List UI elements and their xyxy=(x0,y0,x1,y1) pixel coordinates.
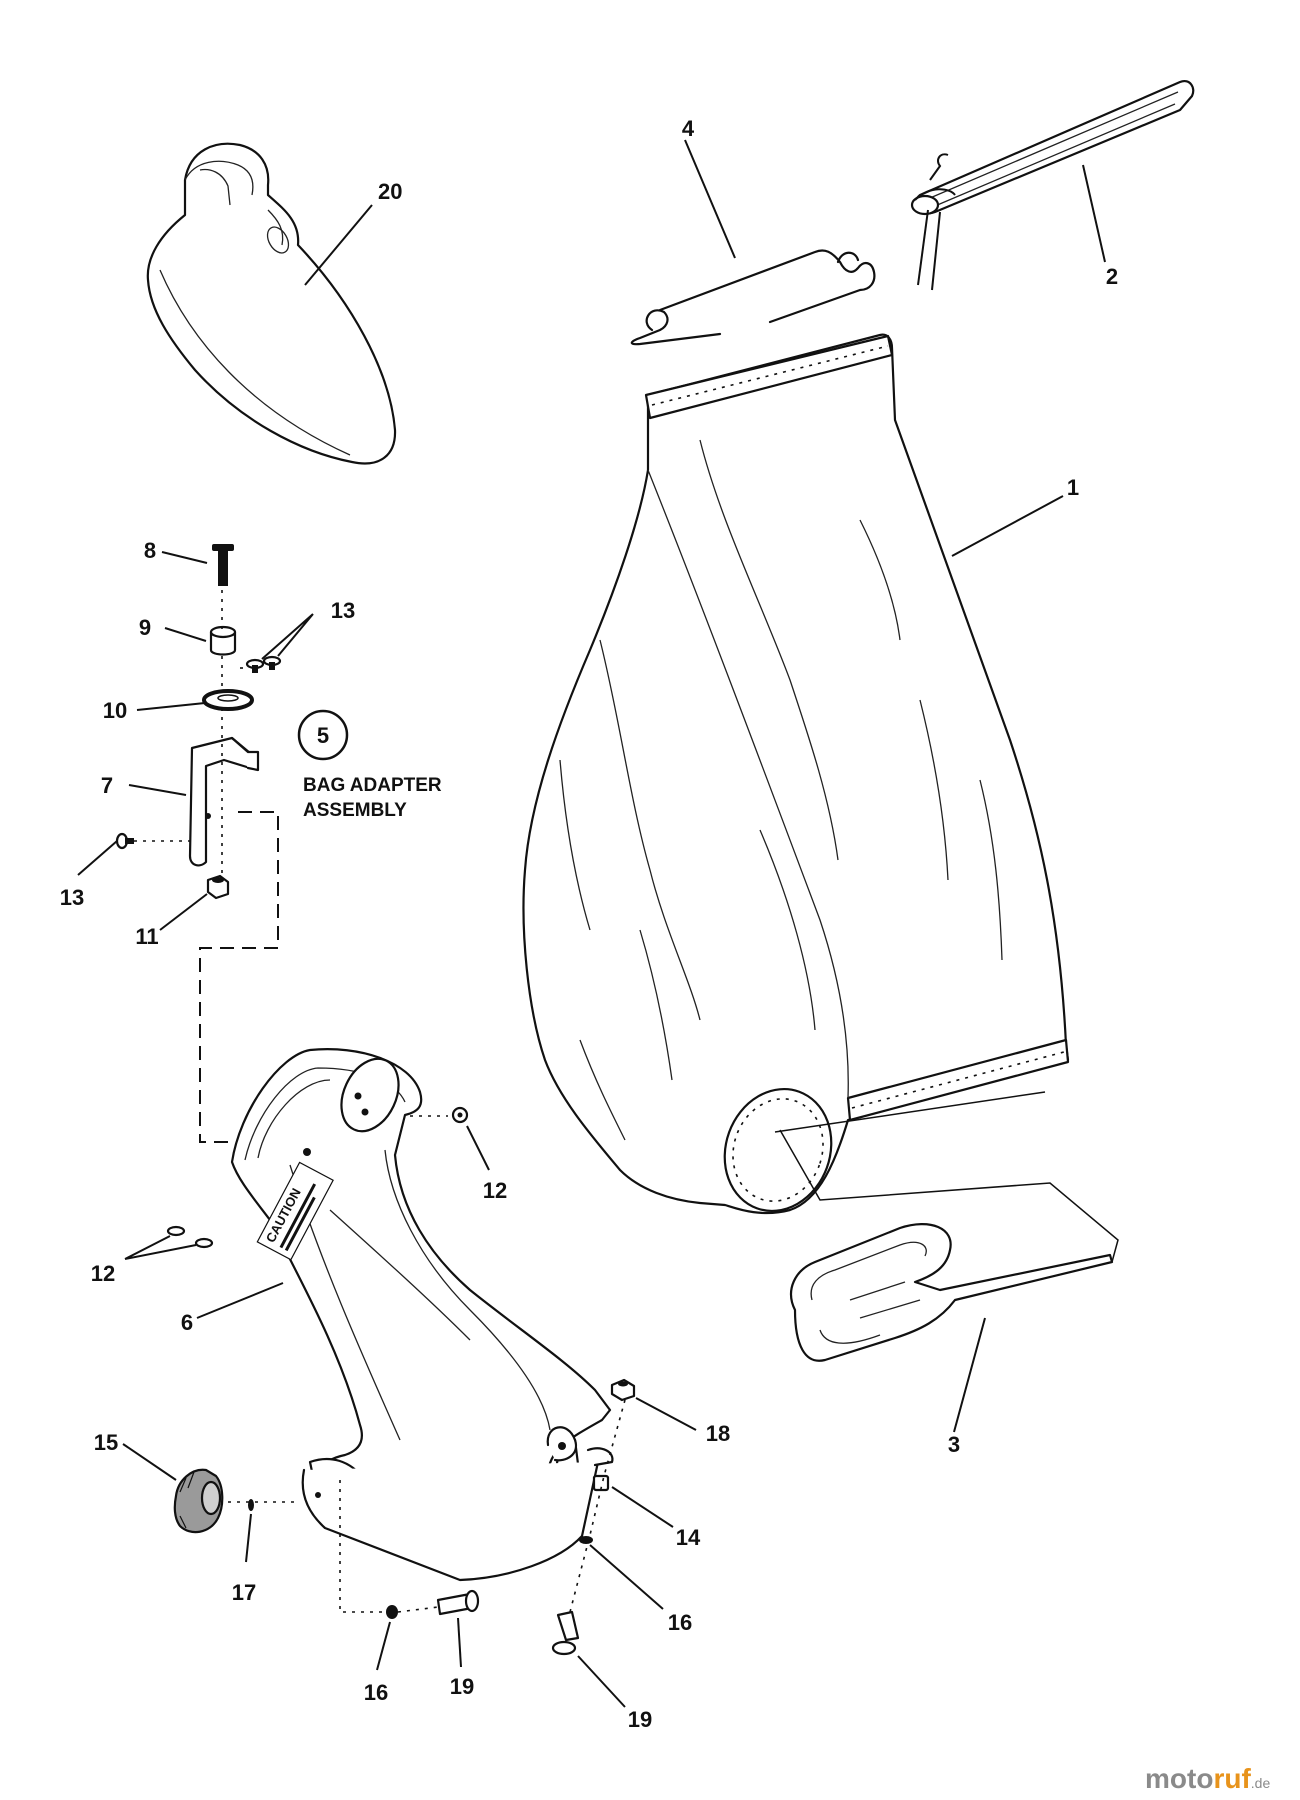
assembly-caption-line1: BAG ADAPTER xyxy=(303,775,442,796)
callout-2: 2 xyxy=(1106,264,1118,289)
part-16-washer-right xyxy=(579,1536,593,1544)
assembly-caption-line2: ASSEMBLY xyxy=(303,800,407,821)
part-6-discharge-chute: CAUTION xyxy=(230,1048,614,1582)
part-16-washer-left xyxy=(386,1605,398,1619)
callout-7: 7 xyxy=(101,773,113,798)
part-18-nut xyxy=(610,1378,636,1402)
watermark-suffix: .de xyxy=(1251,1775,1271,1791)
callout-19-right: 19 xyxy=(628,1707,652,1732)
part-20-deflector xyxy=(146,142,397,465)
callout-3: 3 xyxy=(948,1432,960,1457)
part-13-rivets-top xyxy=(245,655,282,673)
part-11-nut xyxy=(206,874,230,900)
bag-adapter-assembly-callout: 5 BAG ADAPTER ASSEMBLY xyxy=(297,709,442,821)
part-12-washer-right xyxy=(451,1106,469,1124)
callout-6: 6 xyxy=(181,1310,193,1335)
callout-5: 5 xyxy=(317,723,329,748)
part-13-rivet-side xyxy=(115,832,134,850)
part-1-grass-bag xyxy=(522,333,1070,1215)
callout-10: 10 xyxy=(103,698,127,723)
callout-13-top: 13 xyxy=(331,598,355,623)
part-10-washer xyxy=(202,689,254,711)
callout-17: 17 xyxy=(232,1580,256,1605)
callout-18: 18 xyxy=(706,1421,730,1446)
callout-15: 15 xyxy=(94,1430,118,1455)
callout-labels: 20 4 2 1 8 9 13 10 7 13 11 12 12 6 3 18 … xyxy=(60,116,1118,1732)
watermark-logo: motoruf.de xyxy=(1145,1763,1270,1794)
callout-16-left: 16 xyxy=(364,1680,388,1705)
part-19-bolt-right xyxy=(551,1610,580,1656)
callout-4: 4 xyxy=(682,116,695,141)
part-9-bushing xyxy=(209,625,237,656)
part-14-spacer xyxy=(592,1474,610,1492)
callout-12-left: 12 xyxy=(91,1261,115,1286)
callout-14: 14 xyxy=(676,1525,701,1550)
callout-20: 20 xyxy=(378,179,402,204)
callout-1: 1 xyxy=(1067,475,1079,500)
part-12-washers-left xyxy=(166,1225,214,1249)
part-19-bolt-left xyxy=(436,1589,480,1616)
leader-lines xyxy=(77,139,1106,1708)
watermark-part1: moto xyxy=(1145,1763,1213,1794)
callout-11: 11 xyxy=(135,924,158,949)
watermark-part2: ruf xyxy=(1213,1763,1251,1794)
part-3-bag-frame xyxy=(790,1223,1114,1362)
callout-9: 9 xyxy=(139,615,151,640)
part-15-knob xyxy=(173,1468,224,1534)
callout-19-left: 19 xyxy=(450,1674,474,1699)
part-17-washer xyxy=(248,1499,254,1511)
callout-12-right: 12 xyxy=(483,1178,507,1203)
callout-8: 8 xyxy=(144,538,156,563)
svg-text:motoruf.de: motoruf.de xyxy=(1145,1763,1270,1794)
part-4-bag-frame xyxy=(630,249,876,346)
callout-16-right: 16 xyxy=(668,1610,692,1635)
part-8-screw xyxy=(212,544,234,586)
part-7-bracket xyxy=(188,736,260,867)
callout-13-side: 13 xyxy=(60,885,84,910)
part-2-handle xyxy=(910,80,1195,291)
